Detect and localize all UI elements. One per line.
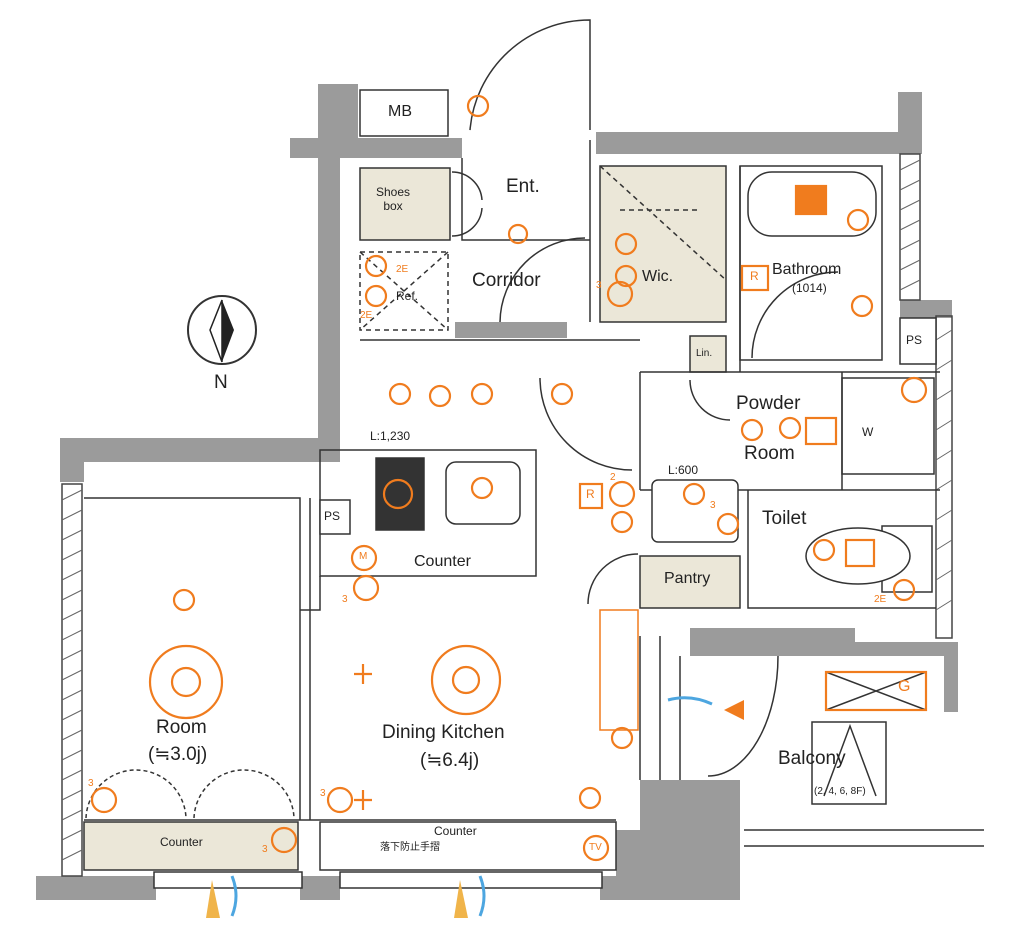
hatch-lines (61, 159, 953, 861)
outlet-2e-b-label: 2E (360, 310, 373, 321)
toilet-bowl (805, 527, 911, 585)
ps-right-box (899, 317, 937, 365)
entrance-label: Ent. (506, 176, 540, 197)
bath-box (739, 165, 883, 361)
outlet-3c-label: 3 (88, 778, 94, 789)
room-label: Room (156, 717, 207, 738)
kitchen-counter-label: Counter (414, 553, 471, 570)
wall-upper-left (60, 84, 462, 482)
bathroom-size-label: (1014) (792, 281, 827, 295)
wall-right-post (900, 300, 952, 318)
shoes-box-label: Shoes box (376, 185, 411, 213)
outlet-r1-label: R (750, 269, 759, 283)
ref-box (359, 251, 449, 331)
pantry-door (587, 553, 639, 605)
corridor-label: Corridor (472, 270, 541, 291)
window-left (153, 871, 303, 889)
corridor-door (499, 237, 586, 323)
electrical-symbols (90, 94, 928, 862)
walls (36, 84, 958, 900)
wall-bottom-left (36, 876, 156, 900)
powder-sink (651, 479, 739, 543)
mb-label: MB (388, 103, 412, 120)
counter-length-left-label: L:1,230 (370, 429, 411, 443)
wall-bottom-right (600, 876, 620, 900)
ref-label: Ref. (396, 289, 419, 303)
wall-ps-block (455, 322, 567, 338)
counter-bottom-left (83, 821, 299, 871)
doors (85, 19, 839, 819)
counter-bottom-right-label: Counter (434, 824, 477, 838)
outlet-2e-c-label: 2E (874, 594, 887, 605)
wall-bottom-center (616, 780, 740, 900)
compass-icon (187, 295, 257, 365)
outlet-3e-label: 3 (262, 844, 268, 855)
interior-walls (84, 89, 984, 889)
mb-box (359, 89, 449, 137)
wall-balcony-top (690, 628, 958, 712)
outlet-3a-label: 3 (596, 280, 602, 291)
linen-label: Lin. (696, 348, 713, 359)
outlet-2-label: 2 (610, 472, 616, 483)
washer-label: W (862, 425, 874, 439)
powder-room-label: Room (744, 443, 795, 464)
counter-length-right-label: L:600 (668, 463, 699, 477)
sink (445, 461, 521, 525)
bath-door (751, 271, 839, 359)
closet-doors (85, 769, 295, 819)
ps-left-label: PS (324, 509, 341, 523)
counter-bottom-left-label: Counter (160, 835, 203, 849)
pantry-box (639, 555, 741, 609)
ps-left-box (319, 499, 351, 535)
outlet-m-label: M (359, 551, 368, 562)
outlet-2e-a-label: 2E (396, 264, 409, 275)
wall-top-right-post (898, 92, 922, 154)
compass-north-label: N (214, 372, 228, 393)
ps-right-label: PS (906, 333, 923, 347)
wic-label: Wic. (642, 268, 674, 285)
washer-area (841, 377, 935, 475)
fall-prevention-label: 落下防止手摺 (380, 842, 440, 853)
air-flow-icons (206, 696, 744, 918)
window-right (339, 871, 603, 889)
powder-label: Powder (736, 393, 801, 414)
balcony-label: Balcony (778, 748, 846, 769)
bathroom-label: Bathroom (772, 261, 842, 278)
fixtures (83, 165, 935, 871)
wall-top (596, 132, 922, 154)
kitchen-door (539, 377, 633, 471)
pantry-label: Pantry (664, 570, 711, 587)
outlet-3b-label: 3 (342, 594, 348, 605)
shoes-door (451, 171, 483, 237)
wic-area (599, 165, 727, 323)
gas-meter-label: G (898, 678, 911, 695)
shelf-right (599, 609, 639, 731)
lin-box (689, 335, 727, 373)
outlet-r2-label: R (586, 487, 595, 501)
entry-door (469, 19, 591, 131)
outlet-3d-label: 3 (320, 788, 326, 799)
tv-outlet-label: TV (589, 842, 602, 853)
outlet-3f-label: 3 (710, 500, 716, 511)
balcony-floors-label: (2, 4, 6, 8F) (814, 786, 866, 797)
balcony-door (707, 655, 779, 777)
room-size-label: (≒3.0j) (148, 744, 208, 765)
toilet-label: Toilet (762, 508, 807, 529)
counter-bottom-right (319, 821, 617, 871)
wall-bottom-mid (300, 876, 340, 900)
dining-size-label: (≒6.4j) (420, 750, 480, 771)
dining-kitchen-label: Dining Kitchen (382, 722, 505, 743)
powder-door (689, 379, 731, 421)
shoes-box (359, 167, 451, 241)
